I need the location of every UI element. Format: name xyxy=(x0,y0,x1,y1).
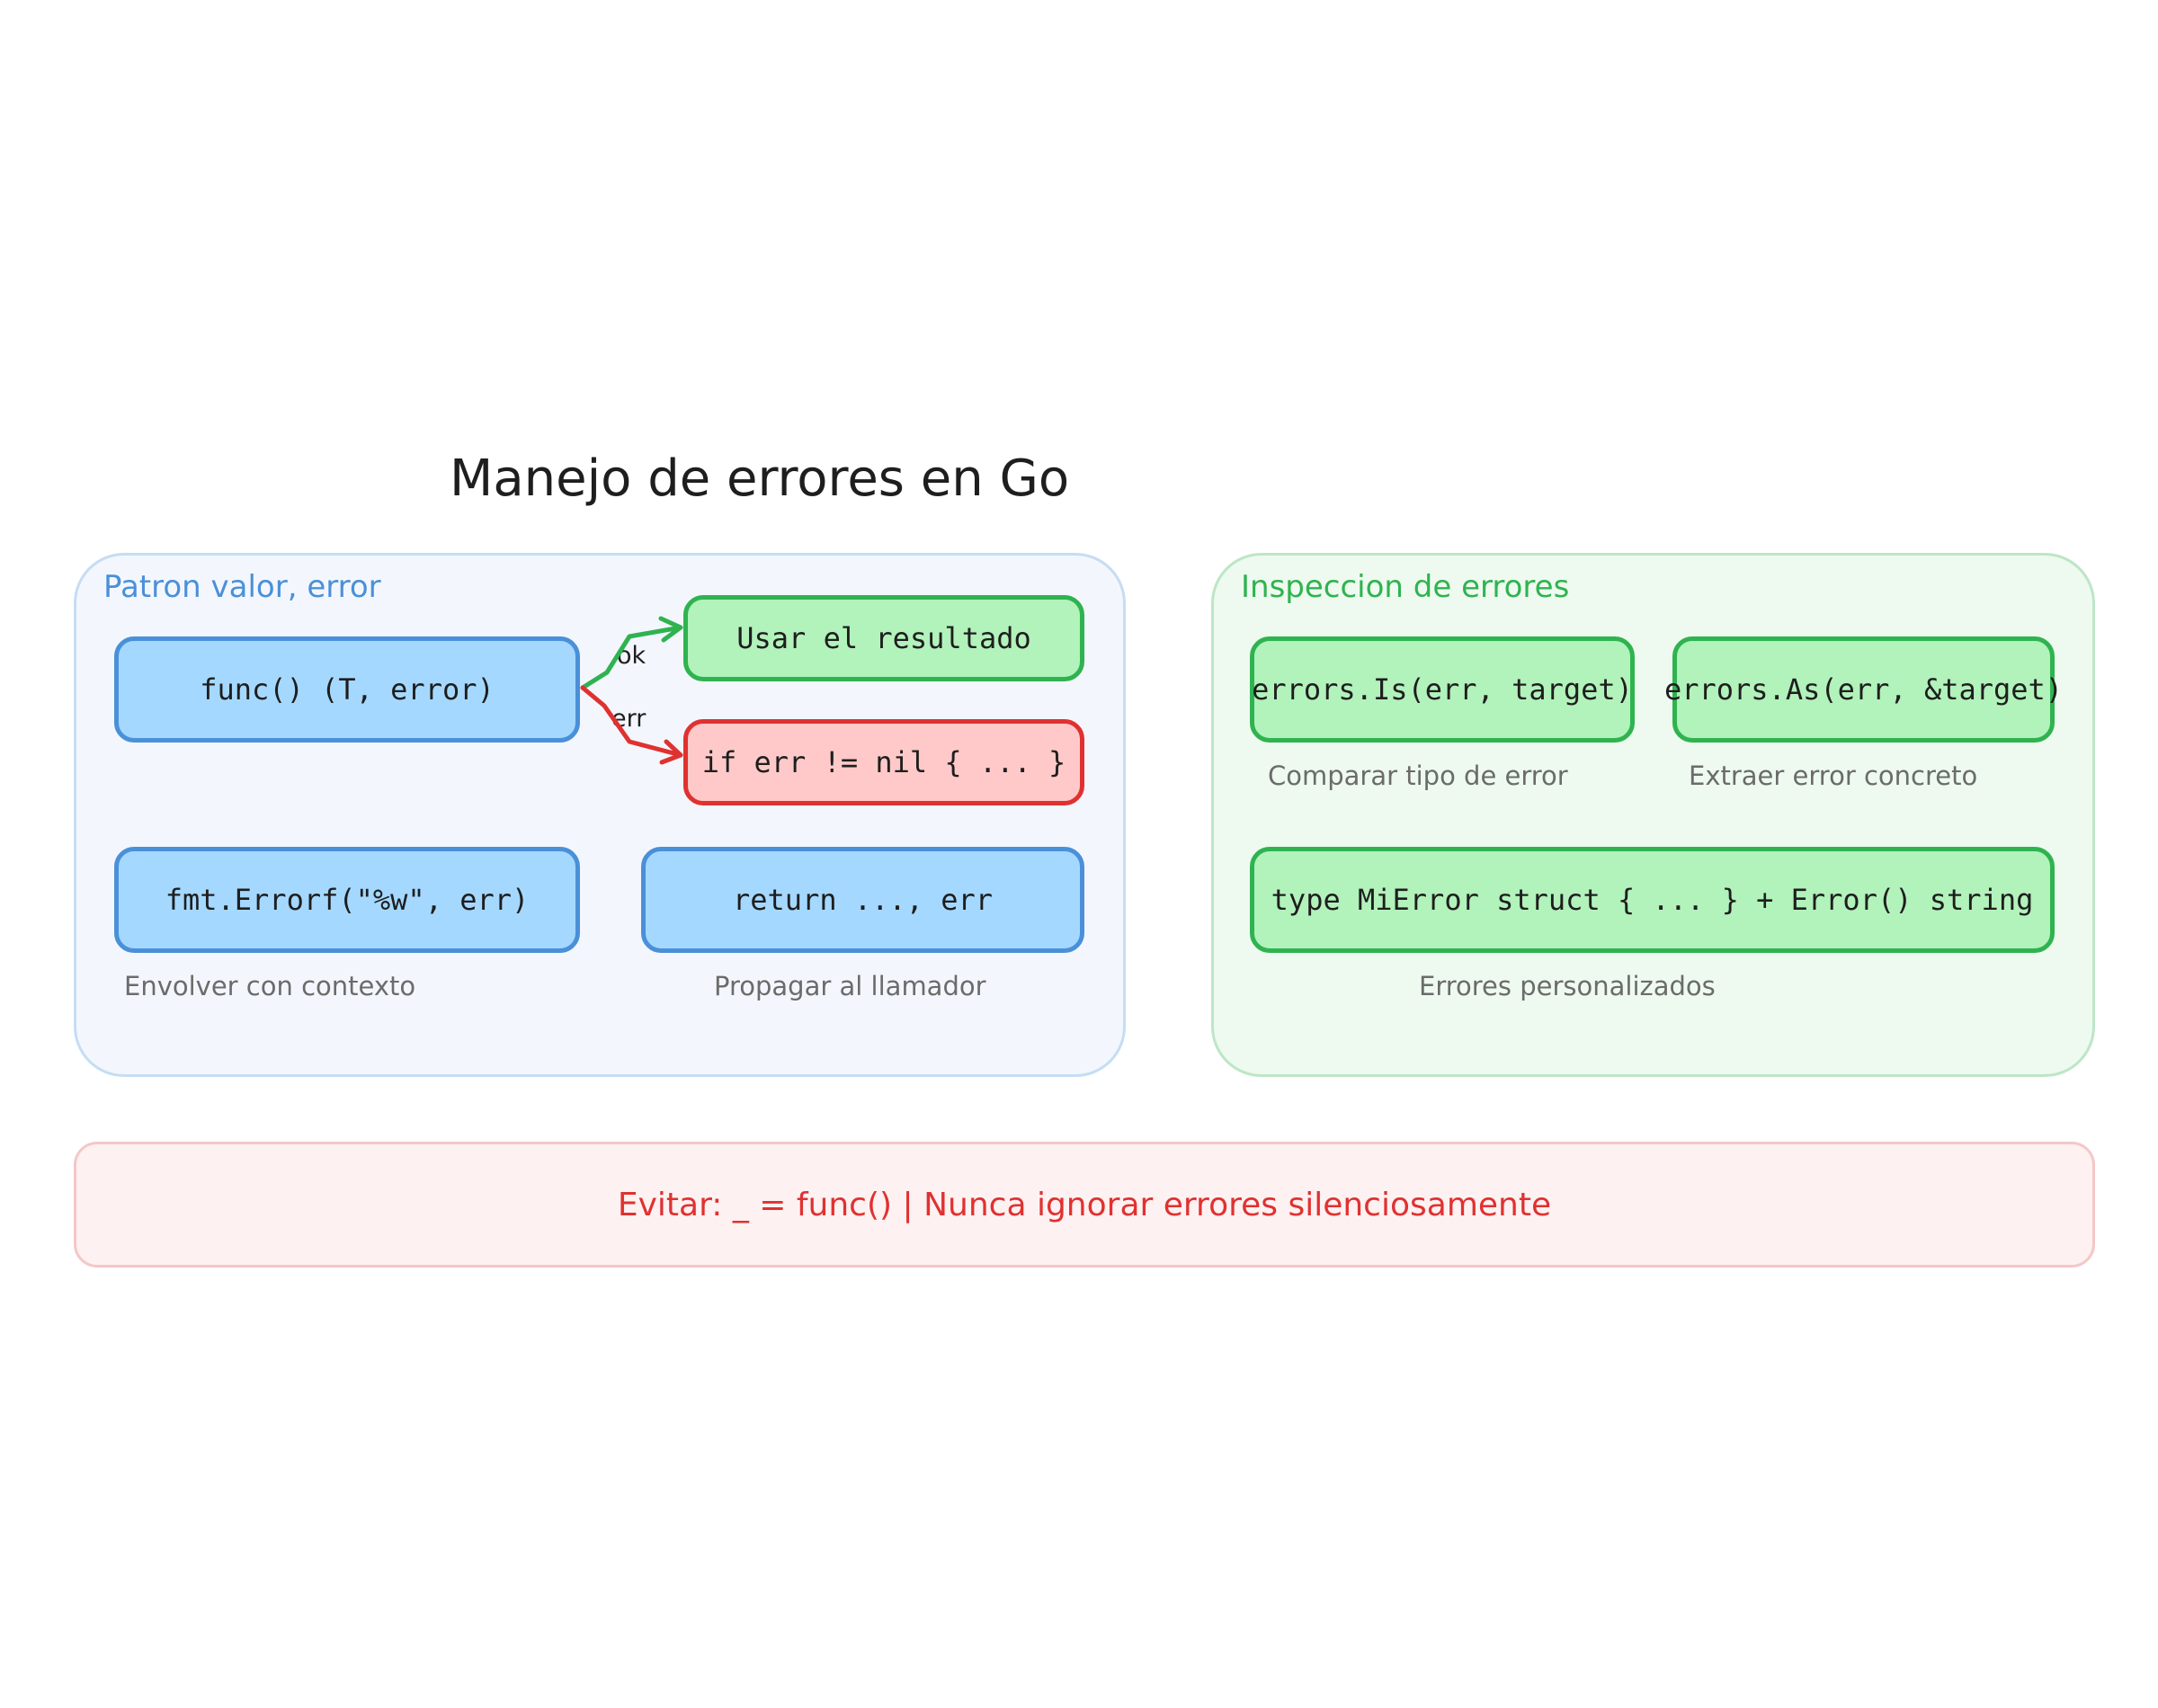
custom-error-node[interactable]: type MiError struct { ... } + Error() st… xyxy=(1250,847,2055,953)
return-caption: Propagar al llamador xyxy=(714,971,986,1001)
inspection-panel-title: Inspeccion de errores xyxy=(1241,569,1570,605)
custom-error-caption: Errores personalizados xyxy=(1419,971,1716,1001)
warning-banner xyxy=(74,1142,2095,1268)
errors-as-caption: Extraer error concreto xyxy=(1689,761,1978,791)
errors-as-node[interactable]: errors.As(err, &target) xyxy=(1664,636,2063,743)
wrap-error-node[interactable]: fmt.Errorf("%w", err) xyxy=(114,847,580,953)
errors-is-node[interactable]: errors.Is(err, target) xyxy=(1250,636,1635,743)
wrap-caption: Envolver con contexto xyxy=(124,971,416,1001)
func-signature-node[interactable]: func() (T, error) xyxy=(114,636,580,743)
return-error-node[interactable]: return ..., err xyxy=(641,847,1084,953)
use-result-node[interactable]: Usar el resultado xyxy=(683,595,1084,681)
errors-is-caption: Comparar tipo de error xyxy=(1268,761,1568,791)
pattern-panel-title: Patron valor, error xyxy=(103,569,381,605)
err-edge-label: err xyxy=(611,705,647,733)
warning-text: Evitar: _ = func() | Nunca ignorar error… xyxy=(617,1186,1552,1223)
diagram-title: Manejo de errores en Go xyxy=(450,449,1070,508)
ok-edge-label: ok xyxy=(617,642,647,670)
err-check-node[interactable]: if err != nil { ... } xyxy=(683,719,1084,805)
